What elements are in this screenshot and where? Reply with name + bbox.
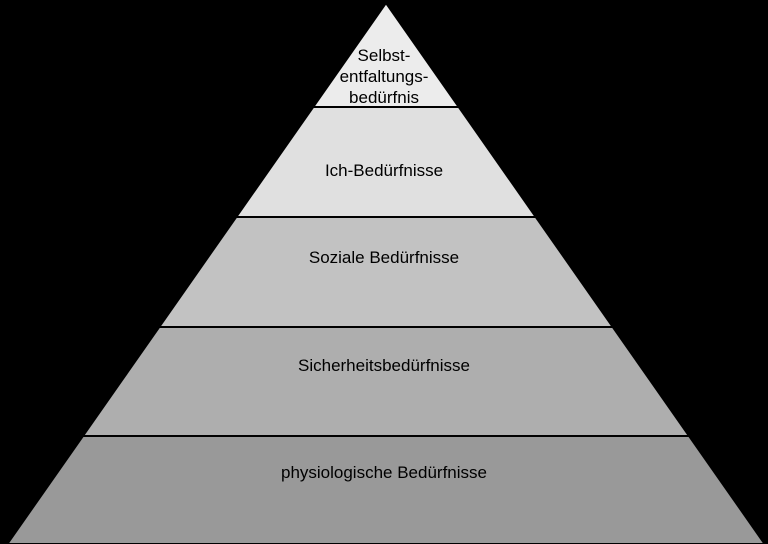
pyramid-level-3-shape [157, 216, 615, 328]
pyramid-level-1-shape [311, 1, 461, 108]
pyramid-level-5-shape [6, 435, 766, 544]
pyramid-level-2-shape [234, 106, 538, 218]
pyramid-level-4-shape [80, 326, 692, 437]
